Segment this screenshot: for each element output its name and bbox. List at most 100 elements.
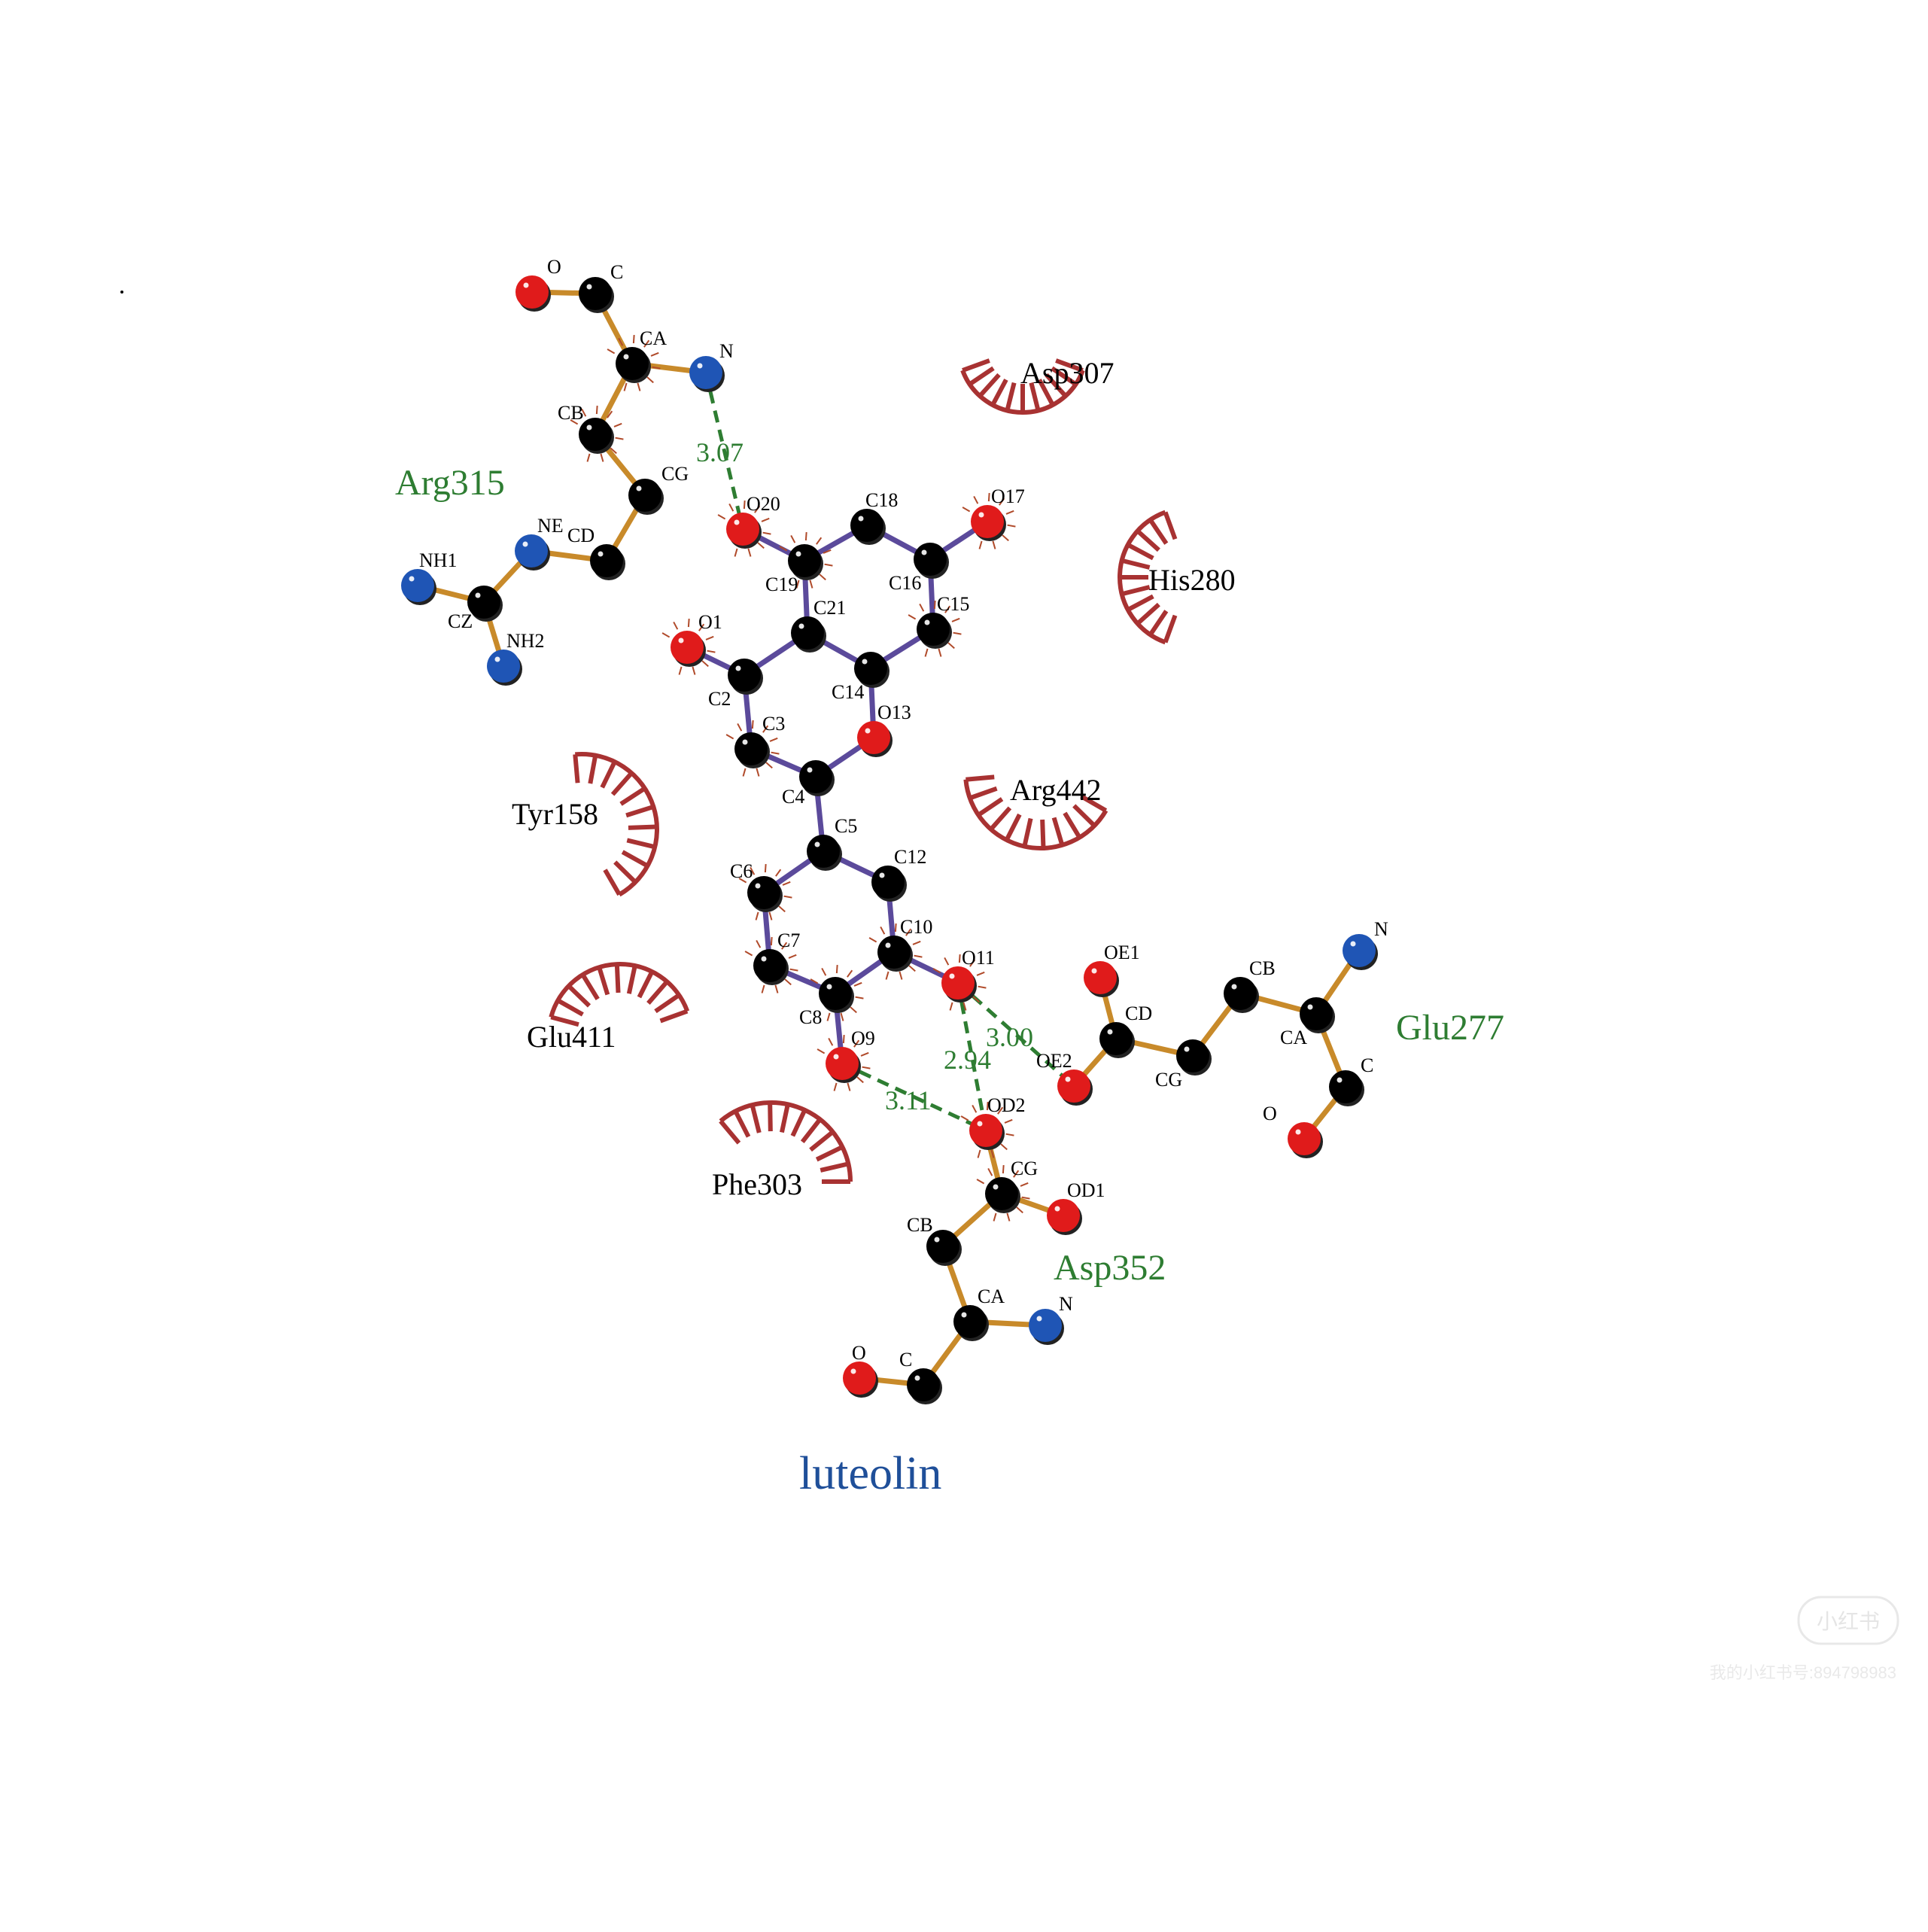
oxygen-atom xyxy=(671,631,706,667)
atom-label: C2 xyxy=(708,688,731,710)
atom-label: C6 xyxy=(730,860,753,882)
contact-spokes xyxy=(960,1102,1014,1158)
atom-label: CG xyxy=(661,463,689,485)
atom-label: CG xyxy=(1155,1069,1182,1091)
oxygen-atom xyxy=(1288,1122,1323,1158)
watermark-logo-frame xyxy=(1797,1596,1899,1645)
watermark-logo: 小红书 xyxy=(1817,1610,1880,1633)
carbon-atom xyxy=(467,586,503,622)
carbon-atom xyxy=(819,977,854,1013)
contact-spokes xyxy=(779,532,833,589)
hydrophobic-contact-arc xyxy=(1118,510,1178,645)
hbond-distance-label: 3.00 xyxy=(986,1022,1033,1052)
contact-spokes xyxy=(570,406,624,462)
carbon-atom xyxy=(1176,1039,1212,1076)
hydrogen-bond xyxy=(956,982,988,1131)
atom-label: N xyxy=(1059,1293,1073,1315)
hydrophobic-contact-arc xyxy=(549,962,690,1027)
hbond-distance-label: 2.94 xyxy=(944,1045,991,1075)
atom-label: C7 xyxy=(777,929,800,951)
contact-spokes xyxy=(976,1165,1030,1222)
contact-spokes xyxy=(868,923,923,980)
atom-label: OE1 xyxy=(1104,942,1140,963)
carbon-atom xyxy=(953,1305,989,1341)
atom-label: C4 xyxy=(782,786,804,808)
contact-spokes xyxy=(962,493,1016,549)
carbon-atom xyxy=(926,1230,962,1266)
residue-label-asp307: Asp307 xyxy=(1020,356,1114,390)
bond-layer xyxy=(415,289,1362,1388)
carbon-atom xyxy=(914,543,949,579)
atom-label: CA xyxy=(1280,1027,1307,1048)
contact-spokes xyxy=(817,1035,871,1091)
atom-label: O13 xyxy=(877,701,911,723)
carbon-atom xyxy=(1300,997,1335,1033)
oxygen-atom xyxy=(971,505,1006,541)
atom-label: C xyxy=(610,261,623,283)
residue-label-asp352: Asp352 xyxy=(1054,1248,1166,1288)
atom-label: O9 xyxy=(851,1027,875,1049)
carbon-atom xyxy=(907,1368,942,1404)
carbon-atom xyxy=(616,347,651,383)
carbon-atom xyxy=(985,1177,1020,1213)
carbon-atom xyxy=(854,652,889,688)
oxygen-atom xyxy=(941,966,977,1003)
contact-spokes xyxy=(908,601,962,657)
contact-spokes xyxy=(725,720,780,777)
carbon-atom xyxy=(807,835,842,871)
watermark: 小红书 我的小红书号:894798983 xyxy=(1710,1596,1899,1682)
oxygen-atom xyxy=(969,1114,1005,1150)
atom-label: CZ xyxy=(448,610,473,632)
atom-label: CB xyxy=(558,402,584,424)
atom-label: C8 xyxy=(799,1006,822,1028)
carbon-atom xyxy=(728,659,763,695)
oxygen-atom xyxy=(1057,1069,1093,1106)
atom-label: C16 xyxy=(889,572,921,594)
carbon-atom xyxy=(1329,1070,1364,1106)
hydrogen-bond xyxy=(841,1061,987,1133)
stray-dot xyxy=(120,291,123,294)
atom-label: O20 xyxy=(747,493,780,515)
contact-spokes xyxy=(738,864,792,920)
oxygen-atom xyxy=(843,1362,878,1398)
hydrophobic-contact-arc xyxy=(719,1100,853,1184)
contact-spokes xyxy=(744,937,798,993)
atom-label: O11 xyxy=(962,947,995,969)
atom-label: C12 xyxy=(894,846,926,868)
atom-label: C10 xyxy=(900,916,932,938)
carbon-atom xyxy=(734,732,770,768)
oxygen-atom xyxy=(726,513,762,549)
oxygen-atom xyxy=(826,1047,861,1083)
atom-label: CA xyxy=(640,327,667,349)
atom-label: N xyxy=(1374,918,1388,940)
oxygen-atom xyxy=(1084,961,1119,997)
hbond-distance-label: 3.07 xyxy=(696,437,744,467)
carbon-atom xyxy=(753,949,789,985)
atom-label: O1 xyxy=(698,611,722,633)
carbon-atom xyxy=(799,760,835,796)
contact-spokes xyxy=(717,500,771,557)
carbon-atom xyxy=(877,936,913,972)
residue-label-his280: His280 xyxy=(1148,563,1236,597)
carbon-atom xyxy=(871,866,907,902)
atom-label: O xyxy=(1263,1103,1277,1124)
atom-label: O xyxy=(547,256,561,278)
carbon-atom xyxy=(747,876,783,912)
nitrogen-atom xyxy=(487,650,522,686)
atom-label: C xyxy=(899,1349,912,1371)
atom-label: C15 xyxy=(937,593,969,615)
carbon-atom xyxy=(1099,1022,1135,1058)
atom-label: CD xyxy=(567,525,595,546)
nitrogen-atom xyxy=(401,569,436,605)
nitrogen-atom xyxy=(689,356,725,392)
contact-spokes xyxy=(607,335,661,391)
contact-spokes xyxy=(661,619,716,675)
atom-label: CD xyxy=(1125,1003,1152,1024)
nitrogen-atom xyxy=(1343,934,1378,970)
atom-label: C18 xyxy=(865,489,898,511)
carbon-atom xyxy=(1224,977,1259,1013)
atom-label: NH1 xyxy=(419,549,458,571)
atom-label: N xyxy=(719,340,734,362)
